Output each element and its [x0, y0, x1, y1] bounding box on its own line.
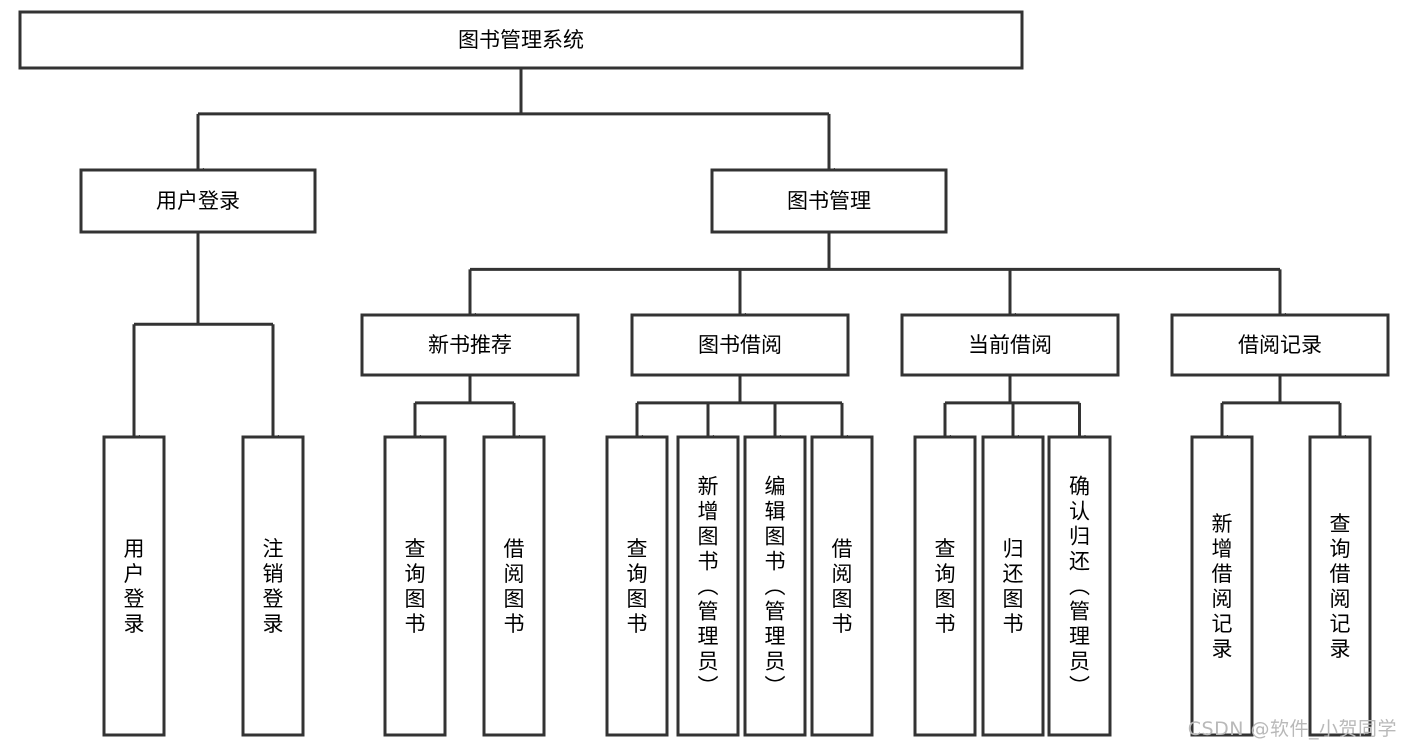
node-leaf-query-book-recommend[interactable]: 查询图书 [383, 435, 447, 737]
node-leaf-query-book-current[interactable]: 查询图书 [913, 435, 977, 737]
edge-group-book-borrow [631, 375, 848, 446]
node-label-borrow-records: 借阅记录 [1238, 333, 1322, 357]
node-box-leaf-borrow-book [810, 435, 874, 737]
node-box-leaf-query-book-recommend [383, 435, 447, 737]
node-leaf-logout[interactable]: 注销登录 [241, 435, 305, 737]
node-label-leaf-query-book-current: 查询图书 [935, 537, 956, 636]
node-leaf-borrow-book-recommend[interactable]: 借阅图书 [482, 435, 546, 737]
node-label-leaf-user-login: 用户登录 [124, 537, 145, 636]
node-box-leaf-confirm-return-admin [1047, 435, 1112, 737]
node-label-leaf-query-book-recommend: 查询图书 [405, 537, 426, 636]
edge-group-root [192, 68, 835, 179]
edges-layer [128, 68, 1346, 446]
node-leaf-edit-book-admin[interactable]: 编辑图书︵管理员︶ [743, 435, 807, 737]
node-box-borrow-records [1170, 313, 1390, 377]
node-label-leaf-add-book-admin: 新增图书︵管理员︶ [698, 475, 719, 699]
node-label-leaf-borrow-book-recommend: 借阅图书 [504, 537, 525, 636]
node-box-book-borrow [630, 313, 850, 377]
node-leaf-user-login[interactable]: 用户登录 [102, 435, 166, 737]
watermark-text: CSDN @软件_小贺同学 [1187, 718, 1397, 740]
node-box-leaf-add-book-admin [676, 435, 740, 737]
node-label-user-login: 用户登录 [156, 189, 240, 213]
node-label-leaf-edit-book-admin: 编辑图书︵管理员︶ [765, 475, 786, 699]
node-box-leaf-add-borrow-record [1190, 435, 1254, 737]
node-box-leaf-edit-book-admin [743, 435, 807, 737]
node-leaf-add-book-admin[interactable]: 新增图书︵管理员︶ [676, 435, 740, 737]
node-user-login[interactable]: 用户登录 [79, 168, 317, 234]
node-label-leaf-confirm-return-admin: 确认归还︵管理员︶ [1069, 475, 1090, 699]
node-current-borrow[interactable]: 当前借阅 [900, 313, 1120, 377]
node-label-book-borrow: 图书借阅 [698, 333, 782, 357]
node-box-new-book-recommend [360, 313, 580, 377]
node-book-borrow[interactable]: 图书借阅 [630, 313, 850, 377]
nodes-layer: 图书管理系统用户登录图书管理新书推荐图书借阅当前借阅借阅记录用户登录注销登录查询… [18, 10, 1390, 737]
node-label-current-borrow: 当前借阅 [968, 333, 1052, 357]
node-leaf-borrow-book[interactable]: 借阅图书 [810, 435, 874, 737]
node-box-leaf-query-book [605, 435, 669, 737]
node-box-user-login [79, 168, 317, 234]
node-label-leaf-logout: 注销登录 [263, 537, 284, 636]
node-label-book-management: 图书管理 [787, 189, 871, 213]
node-box-leaf-user-login [102, 435, 166, 737]
node-box-leaf-query-borrow-record [1308, 435, 1372, 737]
edge-group-new-book-recommend [409, 375, 520, 446]
node-leaf-return-book[interactable]: 归还图书 [981, 435, 1045, 737]
node-label-leaf-borrow-book: 借阅图书 [832, 537, 853, 636]
edge-group-borrow-records [1216, 375, 1346, 446]
node-box-leaf-logout [241, 435, 305, 737]
node-box-leaf-borrow-book-recommend [482, 435, 546, 737]
node-label-leaf-query-borrow-record: 查询借阅记录 [1330, 512, 1351, 661]
node-box-leaf-query-book-current [913, 435, 977, 737]
node-label-leaf-query-book: 查询图书 [627, 537, 648, 636]
node-leaf-query-borrow-record[interactable]: 查询借阅记录 [1308, 435, 1372, 737]
node-book-management[interactable]: 图书管理 [710, 168, 948, 234]
node-box-leaf-return-book [981, 435, 1045, 737]
node-label-root: 图书管理系统 [458, 28, 584, 52]
edge-group-book-management [464, 232, 1286, 324]
edge-group-current-borrow [939, 375, 1086, 446]
node-box-current-borrow [900, 313, 1120, 377]
edge-group-user-login [128, 232, 279, 446]
node-label-leaf-add-borrow-record: 新增借阅记录 [1212, 512, 1233, 661]
node-label-new-book-recommend: 新书推荐 [428, 333, 512, 357]
node-leaf-confirm-return-admin[interactable]: 确认归还︵管理员︶ [1047, 435, 1112, 737]
node-box-root [18, 10, 1024, 70]
node-new-book-recommend[interactable]: 新书推荐 [360, 313, 580, 377]
node-root[interactable]: 图书管理系统 [18, 10, 1024, 70]
node-borrow-records[interactable]: 借阅记录 [1170, 313, 1390, 377]
node-leaf-query-book[interactable]: 查询图书 [605, 435, 669, 737]
node-box-book-management [710, 168, 948, 234]
node-leaf-add-borrow-record[interactable]: 新增借阅记录 [1190, 435, 1254, 737]
node-label-leaf-return-book: 归还图书 [1003, 537, 1024, 636]
